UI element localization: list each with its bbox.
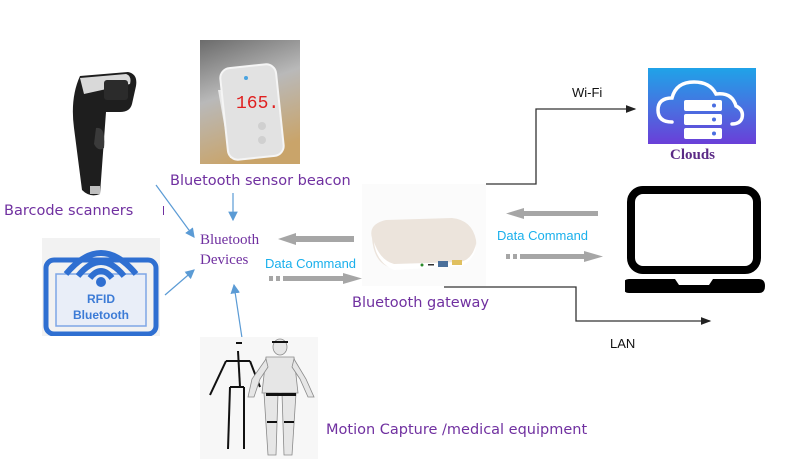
data-command-label-right: Data Command	[497, 228, 589, 243]
arrow-motion-to-devices	[230, 283, 243, 339]
bluetooth-gateway-label: Bluetooth gateway	[352, 295, 490, 311]
sensor-beacon-label: Bluetooth sensor beacon	[170, 173, 351, 189]
bluetooth-devices-node: Bluetooth Devices	[200, 230, 259, 270]
rfid-bluetooth-label: Bluetooth	[73, 308, 129, 322]
clouds-node	[648, 68, 756, 144]
laptop-icon	[623, 185, 765, 305]
bluetooth-devices-label-line1: Bluetooth	[200, 232, 260, 248]
bluetooth-gateway-image	[362, 184, 486, 286]
wifi-connector	[486, 105, 637, 185]
sensor-beacon-image: 165.	[200, 40, 300, 164]
motion-capture-image	[200, 337, 318, 459]
rfid-bluetooth-icon: RFID Bluetooth	[42, 238, 160, 337]
bluetooth-devices-label-line2: Devices	[200, 252, 249, 268]
cloud-icon	[656, 80, 745, 126]
arrow-rfid-to-devices	[164, 269, 195, 296]
arrow-devices-to-gateway	[269, 273, 362, 284]
server-stack-icon	[684, 100, 722, 139]
lan-label: LAN	[610, 336, 636, 351]
data-command-label-left: Data Command	[265, 256, 357, 271]
wifi-label: Wi-Fi	[572, 85, 603, 100]
barcode-scanners-label: Barcode scanners	[4, 203, 134, 219]
stray-tick-mark	[163, 206, 164, 215]
clouds-label: Clouds	[670, 147, 716, 163]
beacon-display: 165.	[236, 94, 279, 114]
lan-connector	[444, 286, 712, 325]
motion-capture-label: Motion Capture /medical equipment	[326, 422, 588, 438]
arrow-laptop-to-gateway	[506, 208, 598, 219]
arrow-barcode-to-devices	[155, 184, 195, 238]
barcode-scanner-image	[60, 68, 140, 198]
arrow-gateway-to-devices	[278, 233, 354, 245]
rfid-label: RFID	[87, 292, 115, 306]
arrow-gateway-to-laptop	[506, 251, 603, 262]
